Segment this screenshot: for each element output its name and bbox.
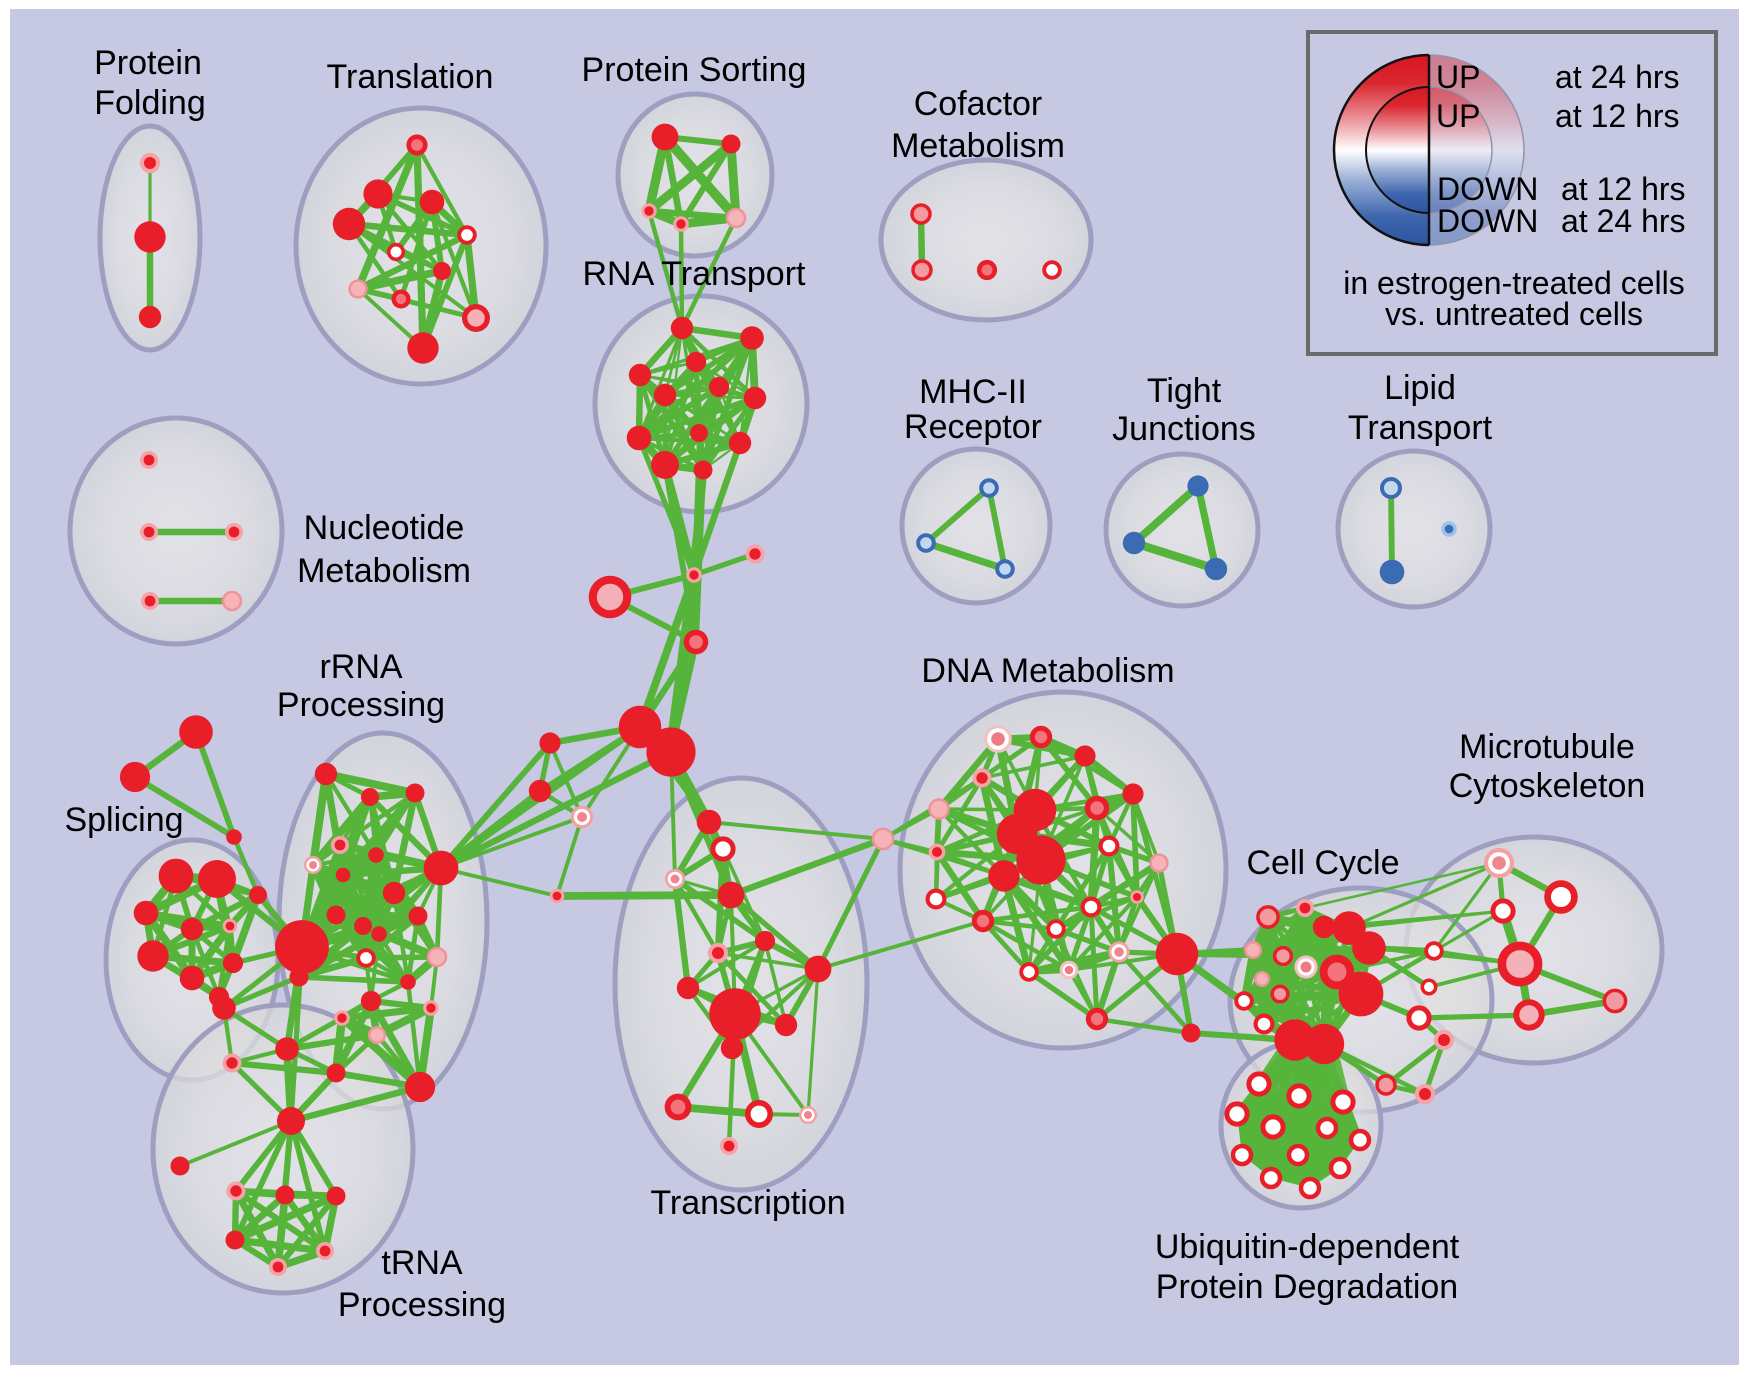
svg-text:Junctions: Junctions [1112,410,1256,448]
svg-text:Protein Degradation: Protein Degradation [1156,1268,1458,1306]
svg-text:Metabolism: Metabolism [297,552,471,590]
svg-text:Processing: Processing [338,1286,506,1324]
svg-text:at 12 hrs: at 12 hrs [1555,98,1680,134]
svg-text:Cytoskeleton: Cytoskeleton [1449,767,1646,805]
svg-text:Transcription: Transcription [650,1184,845,1222]
svg-text:UP: UP [1436,98,1480,134]
svg-text:Cofactor: Cofactor [914,85,1043,123]
svg-text:at 24 hrs: at 24 hrs [1561,203,1686,239]
svg-text:Protein: Protein [94,44,202,82]
svg-text:Folding: Folding [94,84,206,122]
svg-text:Processing: Processing [277,686,445,724]
svg-text:Tight: Tight [1147,372,1222,410]
svg-text:Microtubule: Microtubule [1459,728,1635,766]
svg-text:at 12 hrs: at 12 hrs [1561,171,1686,207]
svg-text:DOWN: DOWN [1437,171,1538,207]
svg-text:Lipid: Lipid [1384,369,1456,407]
svg-text:Translation: Translation [327,58,494,96]
svg-text:at 24 hrs: at 24 hrs [1555,59,1680,95]
svg-text:DNA Metabolism: DNA Metabolism [921,652,1174,690]
svg-text:vs. untreated cells: vs. untreated cells [1385,296,1643,332]
svg-text:rRNA: rRNA [319,648,402,686]
svg-text:RNA Transport: RNA Transport [583,255,807,293]
svg-text:Transport: Transport [1348,409,1493,447]
svg-text:Cell Cycle: Cell Cycle [1246,844,1399,882]
svg-text:tRNA: tRNA [381,1244,463,1282]
svg-text:Metabolism: Metabolism [891,127,1065,165]
svg-text:UP: UP [1436,59,1480,95]
svg-text:DOWN: DOWN [1437,203,1538,239]
svg-text:in estrogen-treated cells: in estrogen-treated cells [1343,265,1685,301]
svg-text:Ubiquitin-dependent: Ubiquitin-dependent [1155,1228,1460,1266]
svg-text:MHC-II: MHC-II [919,373,1027,411]
svg-text:Receptor: Receptor [904,408,1042,446]
svg-text:Nucleotide: Nucleotide [304,509,465,547]
svg-text:Splicing: Splicing [64,801,183,839]
svg-text:Protein Sorting: Protein Sorting [582,51,807,89]
